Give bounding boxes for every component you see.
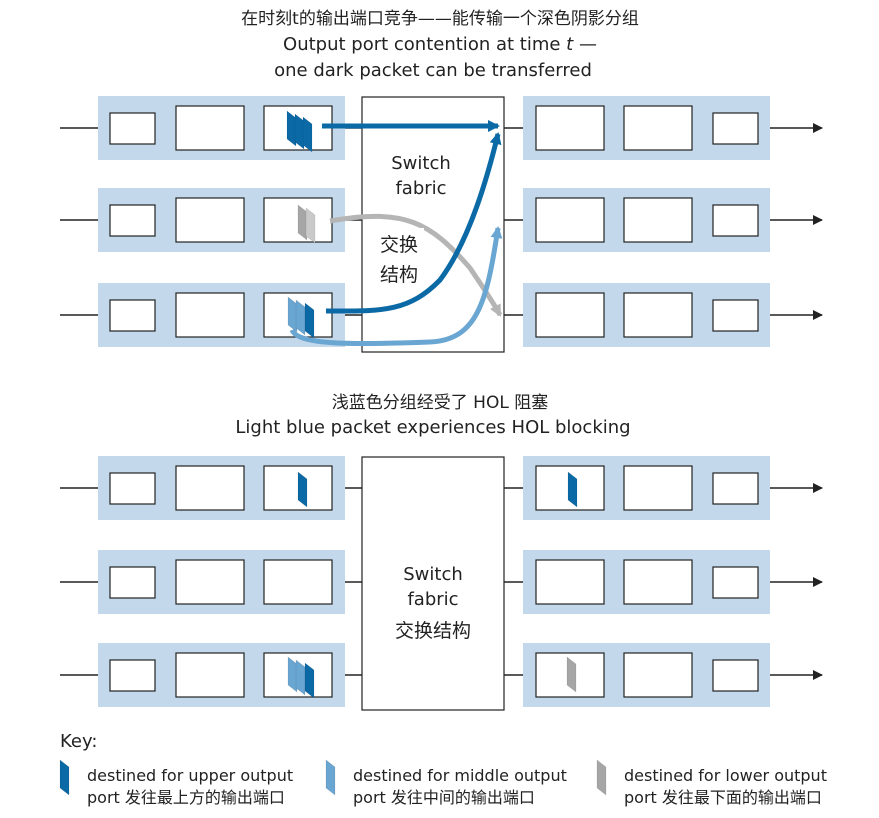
top-fabric-label-cn-1: 交换 xyxy=(380,234,418,256)
top-upper-packet-2 xyxy=(294,113,305,150)
bottom-input-linecard-middle xyxy=(109,566,156,599)
top-output-processor-lower xyxy=(623,292,693,338)
top-title-en-line1: Output port contention at time t — xyxy=(283,34,597,55)
top-input-processor-lower xyxy=(175,292,245,338)
top-title-en-line2: one dark packet can be transferred xyxy=(274,60,592,81)
bottom-lower-packet-light xyxy=(287,656,298,693)
bottom-fabric-label-cn: 交换结构 xyxy=(395,620,471,642)
bottom-input-processor-upper xyxy=(175,465,245,511)
key-packet-icon-3 xyxy=(596,759,607,796)
key-item-3-line1: destined for lower output xyxy=(624,766,827,785)
top-packets xyxy=(286,110,316,339)
bottom-input-queue-lower xyxy=(263,652,333,698)
top-input-linecard-middle xyxy=(109,204,156,237)
bottom-output-linecard-middle xyxy=(712,566,759,599)
top-switch-fabric xyxy=(361,96,505,353)
top-output-linecard-middle xyxy=(712,204,759,237)
top-routing-arrows xyxy=(289,120,503,347)
top-fabric-label-cn-2: 结构 xyxy=(380,264,418,286)
top-middle-packet-1 xyxy=(297,204,308,241)
top-output-queue-lower xyxy=(535,292,605,338)
key-item-2-line1: destined for middle output xyxy=(353,766,567,785)
key-item-1-line2: port 发往最上方的输出端口 xyxy=(87,788,285,807)
bottom-input-queue-middle xyxy=(263,559,333,605)
top-output-processor-upper xyxy=(623,105,693,151)
bottom-output-processor-lower xyxy=(623,652,693,698)
bottom-input-linecard-upper xyxy=(109,472,156,505)
bottom-title-en: Light blue packet experiences HOL blocki… xyxy=(235,417,630,438)
top-title-cn: 在时刻t的输出端口竞争——能传输一个深色阴影分组 xyxy=(241,9,639,29)
key-item-2-line2: port 发往中间的输出端口 xyxy=(353,788,535,807)
bottom-output-processor-middle xyxy=(623,559,693,605)
top-lower-packet-light-2 xyxy=(295,299,306,336)
bottom-output-linecard-lower xyxy=(712,659,759,692)
key-legend: destined for upper output port 发往最上方的输出端口… xyxy=(59,759,827,807)
bottom-output-processor-upper xyxy=(623,465,693,511)
top-input-processor-middle xyxy=(175,197,245,243)
bottom-lower-packet-dark xyxy=(304,662,315,699)
bottom-packets xyxy=(287,471,578,699)
top-input-processor-upper xyxy=(175,105,245,151)
top-title-en-dash: — xyxy=(573,34,597,55)
bottom-upper-output-packet xyxy=(567,471,578,508)
bottom-input-processor-lower xyxy=(175,652,245,698)
top-input-linecard-upper xyxy=(109,112,156,145)
top-output-processor-middle xyxy=(623,197,693,243)
top-lower-packet-light xyxy=(287,296,298,333)
key-item-1-line1: destined for upper output xyxy=(87,766,293,785)
bottom-title-cn: 浅蓝色分组经受了 HOL 阻塞 xyxy=(332,393,548,413)
top-fabric-label-en-2: fabric xyxy=(395,178,446,199)
bottom-switch-fabric xyxy=(361,456,505,711)
top-upper-packet-1 xyxy=(286,110,297,147)
top-upper-packet-3 xyxy=(302,116,313,153)
bottom-lower-packet-light-2 xyxy=(295,659,306,696)
top-lower-packet-dark xyxy=(304,302,315,339)
bottom-lower-output-packet xyxy=(566,656,577,693)
bottom-fabric-label-en-1: Switch xyxy=(403,564,463,585)
key-packet-icon-2 xyxy=(325,759,336,796)
top-output-queue-middle xyxy=(535,197,605,243)
top-output-linecard-lower xyxy=(712,299,759,332)
bottom-output-linecard-upper xyxy=(712,472,759,505)
bottom-input-linecard-lower xyxy=(109,659,156,692)
bottom-input-processor-middle xyxy=(175,559,245,605)
key-packet-icon-1 xyxy=(59,759,70,796)
bottom-output-queue-middle xyxy=(535,559,605,605)
top-output-queue-upper xyxy=(535,105,605,151)
bottom-fabric-label-en-2: fabric xyxy=(407,589,458,610)
top-output-linecard-upper xyxy=(712,112,759,145)
top-title-en-t: t xyxy=(566,34,574,55)
key-title: Key: xyxy=(60,731,97,752)
top-port-groups xyxy=(60,96,823,347)
key-item-3-line2: port 发往最下面的输出端口 xyxy=(624,788,822,807)
bottom-port-groups xyxy=(60,456,823,707)
top-middle-packet-2 xyxy=(305,207,316,244)
light-blue-packet-path xyxy=(289,226,503,347)
dark-packet-path-lower xyxy=(325,132,502,314)
bottom-upper-input-packet xyxy=(297,471,308,508)
top-fabric-label-cn-bg xyxy=(366,228,424,290)
top-fabric-label-en-1: Switch xyxy=(391,153,451,174)
top-input-linecard-lower xyxy=(109,299,156,332)
top-title-en-part1: Output port contention at time xyxy=(283,34,566,55)
